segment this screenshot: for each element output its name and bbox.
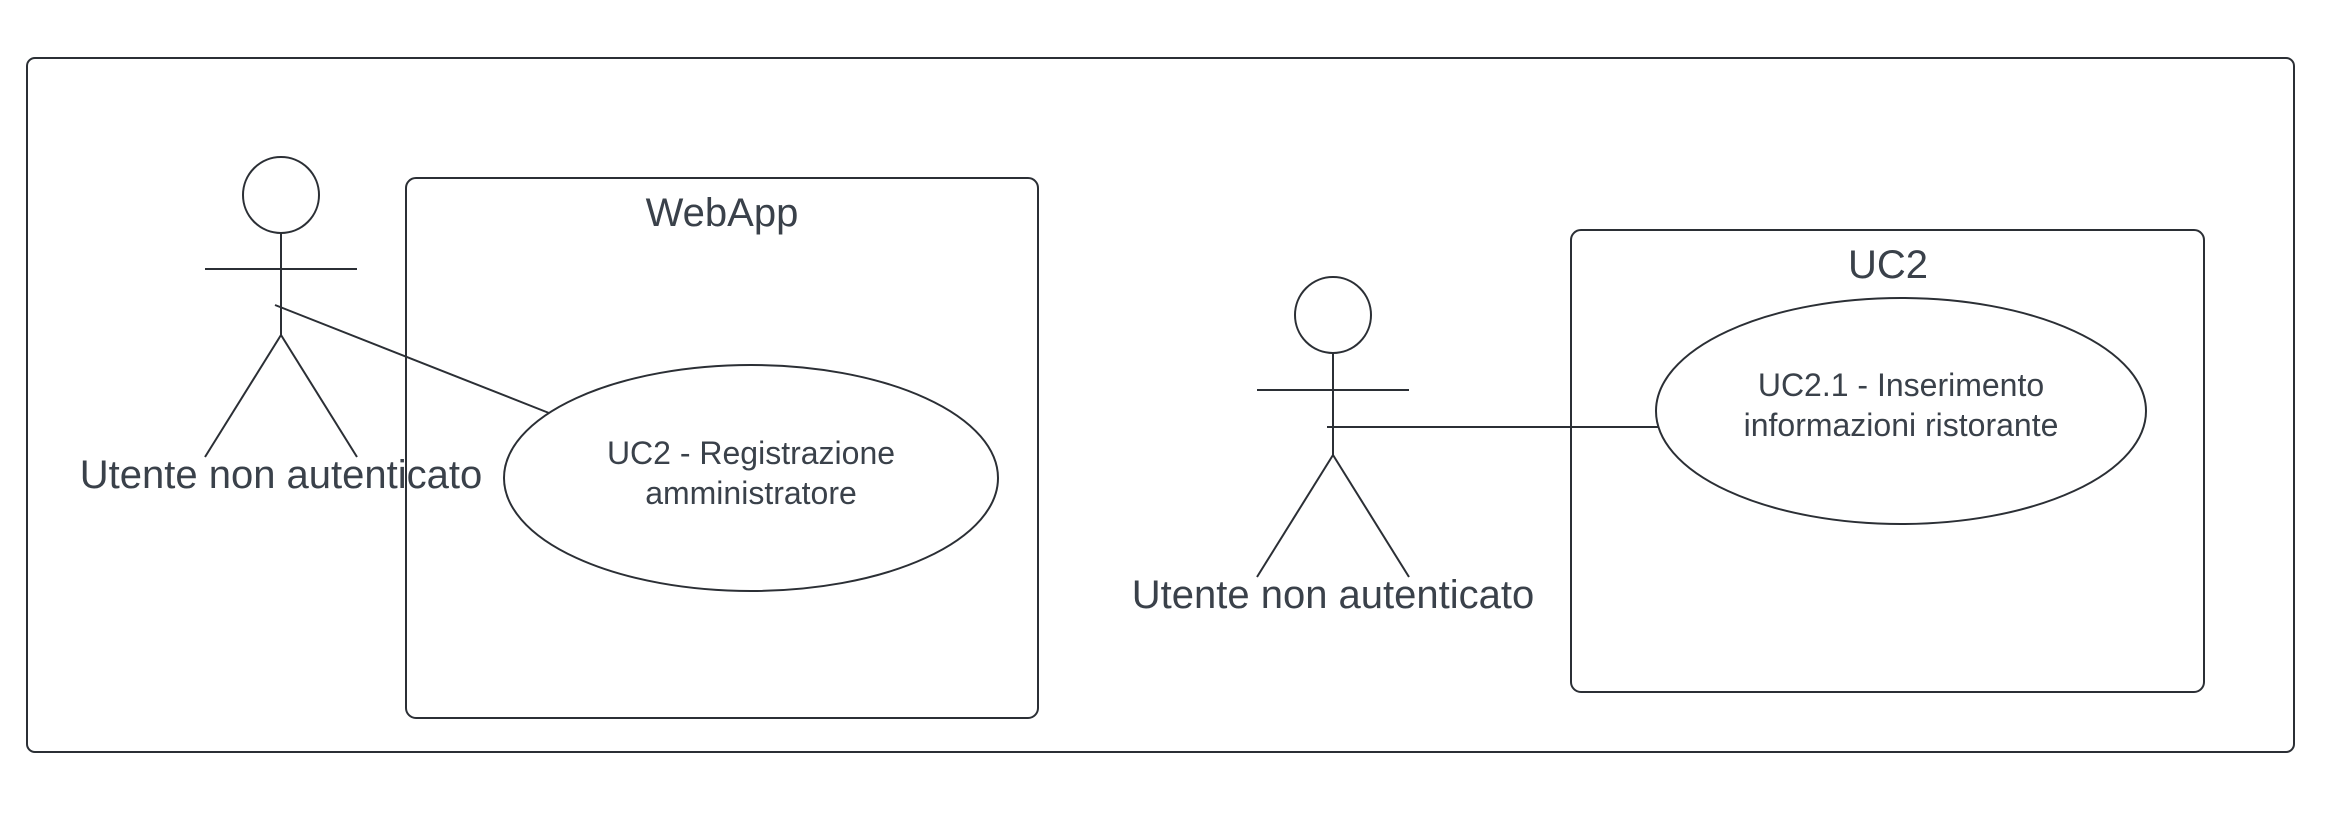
actor-head xyxy=(1294,276,1372,354)
right-diagram: UC2 Utente non autenticato UC2.1 - Inser… xyxy=(1132,229,2205,693)
actor-right xyxy=(1256,276,1410,578)
use-case-inserimento xyxy=(1655,297,2147,525)
actor-right-leg xyxy=(1332,454,1410,578)
use-case-registrazione xyxy=(503,364,999,592)
use-case-label-line2: informazioni ristorante xyxy=(1744,407,2059,443)
actor-left xyxy=(204,156,358,458)
use-case-label-line2: amministratore xyxy=(645,475,857,511)
system-title-webapp: WebApp xyxy=(646,191,799,235)
actor-label-left: Utente non autenticato xyxy=(80,453,483,497)
actor-left-leg xyxy=(1256,454,1334,578)
actor-label-right: Utente non autenticato xyxy=(1132,573,1535,617)
system-title-uc2: UC2 xyxy=(1848,243,1928,287)
left-diagram: WebApp Utente non autenticato UC2 - Regi… xyxy=(80,156,1039,719)
use-case-label-line1: UC2.1 - Inserimento xyxy=(1758,367,2044,403)
actor-head xyxy=(242,156,320,234)
actor-left-leg xyxy=(204,334,282,458)
association-left xyxy=(274,304,550,414)
system-boundary-uc2 xyxy=(1570,229,2205,693)
system-boundary-webapp xyxy=(405,177,1039,719)
use-case-label-line1: UC2 - Registrazione xyxy=(607,435,895,471)
outer-frame xyxy=(26,57,2295,753)
actor-right-leg xyxy=(280,334,358,458)
